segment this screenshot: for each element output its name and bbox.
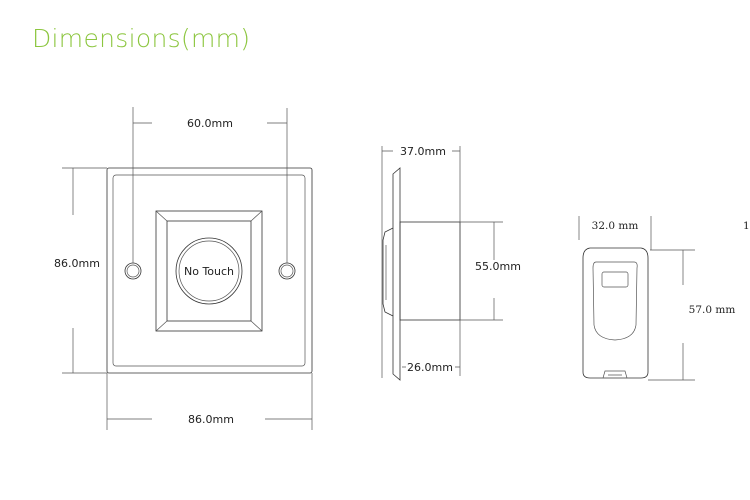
- total-depth-label: 37.0mm: [400, 145, 446, 158]
- side-plate: [392, 167, 401, 381]
- height-dimension: [62, 167, 107, 374]
- screw-hole-left: [124, 262, 142, 280]
- total-depth-dimension: [381, 146, 461, 378]
- remote-bottom-notch: [602, 370, 628, 379]
- height-label: 86.0mm: [54, 257, 100, 270]
- remote-upper-panel: [592, 261, 638, 341]
- front-view: No Touch 60.0mm 86.0mm 86.0mm: [54, 107, 313, 430]
- sensor-inner: [178, 240, 240, 302]
- remote-body: [582, 247, 649, 379]
- width-dimension: [106, 373, 313, 430]
- sensor-outer: [175, 237, 243, 305]
- body-depth-label: 26.0mm: [407, 361, 453, 374]
- remote-width-label: 32.0 mm: [592, 220, 639, 232]
- bezel-outer: [155, 210, 263, 332]
- width-label: 86.0mm: [188, 413, 234, 426]
- stray-mark: 1: [743, 220, 750, 232]
- side-view: 37.0mm 55.0mm 26.0mm: [381, 145, 521, 381]
- side-body: [399, 221, 461, 321]
- faceplate-inner: [112, 174, 306, 367]
- bezel-bevel: [155, 210, 263, 332]
- side-button-dome: [382, 227, 394, 317]
- screw-hole-right: [278, 262, 296, 280]
- button-label: No Touch: [184, 265, 234, 278]
- remote-view: 32.0 mm 57.0 mm 1: [578, 216, 750, 381]
- remote-window: [601, 271, 629, 288]
- hole-spacing-dimension: [132, 107, 288, 263]
- body-height-label: 55.0mm: [475, 260, 521, 273]
- page-title: Dimensions(mm): [32, 24, 251, 53]
- remote-height-label: 57.0 mm: [689, 304, 736, 316]
- body-height-dimension: [460, 221, 503, 321]
- hole-spacing-label: 60.0mm: [187, 117, 233, 130]
- faceplate-outline: [106, 167, 313, 374]
- remote-height-dimension: [648, 249, 695, 381]
- bezel-inner: [166, 220, 252, 322]
- remote-width-dimension: [578, 216, 652, 250]
